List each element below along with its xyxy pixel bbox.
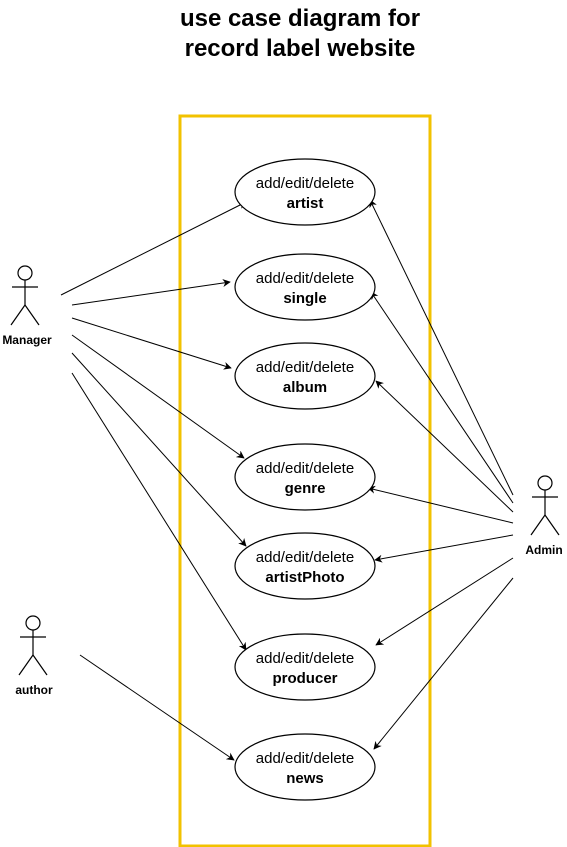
- actor-left-leg: [18, 654, 34, 676]
- association-admin-album: [375, 380, 514, 513]
- diagram-title: use case diagram for record label websit…: [0, 4, 567, 64]
- actor-left-leg: [530, 514, 546, 536]
- actor-right-leg: [32, 654, 48, 676]
- use-case-album[interactable]: add/edit/delete album: [234, 342, 376, 410]
- association-manager-album: [71, 317, 232, 370]
- association-admin-news: [373, 577, 514, 750]
- actor-right-leg: [24, 304, 40, 326]
- association-manager-producer: [71, 372, 247, 651]
- use-case-entity: single: [283, 290, 326, 307]
- actor-manager[interactable]: Manager: [2, 265, 52, 347]
- use-case-artistPhoto[interactable]: add/edit/delete artistPhoto: [234, 532, 376, 600]
- actor-author[interactable]: author: [15, 615, 53, 697]
- actor-head: [25, 615, 41, 631]
- use-case-action: add/edit/delete: [256, 549, 354, 566]
- association-admin-genre: [367, 485, 514, 524]
- title-line-2: record label website: [184, 35, 416, 62]
- association-admin-artist: [369, 199, 514, 496]
- actor-head: [537, 475, 553, 491]
- use-case-entity: news: [286, 770, 324, 787]
- association-manager-artist: [60, 201, 247, 296]
- use-case-ellipse: [234, 158, 376, 226]
- association-admin-single: [370, 291, 514, 504]
- use-case-entity: genre: [285, 480, 326, 497]
- use-case-action: add/edit/delete: [256, 270, 354, 287]
- use-case-ellipse: [234, 342, 376, 410]
- use-case-entity: artistPhoto: [265, 569, 344, 586]
- use-case-single[interactable]: add/edit/delete single: [234, 253, 376, 321]
- actor-label: author: [15, 683, 53, 697]
- use-case-ellipse: [234, 532, 376, 600]
- use-case-action: add/edit/delete: [256, 359, 354, 376]
- use-case-entity: producer: [272, 670, 337, 687]
- use-case-genre[interactable]: add/edit/delete genre: [234, 443, 376, 511]
- use-case-artist[interactable]: add/edit/delete artist: [234, 158, 376, 226]
- actor-admin[interactable]: Admin: [525, 475, 563, 557]
- actor-head: [17, 265, 33, 281]
- use-case-producer[interactable]: add/edit/delete producer: [234, 633, 376, 701]
- use-case-ellipse: [234, 443, 376, 511]
- association-manager-artistPhoto: [71, 352, 247, 547]
- use-case-action: add/edit/delete: [256, 750, 354, 767]
- association-manager-genre: [71, 334, 245, 459]
- actor-left-leg: [10, 304, 26, 326]
- actor-label: Admin: [525, 543, 562, 557]
- system-boundary: [178, 114, 432, 847]
- use-case-news[interactable]: add/edit/delete news: [234, 733, 376, 801]
- association-manager-single: [71, 279, 231, 306]
- use-case-action: add/edit/delete: [256, 460, 354, 477]
- actor-label: Manager: [2, 333, 52, 347]
- use-case-entity: album: [283, 379, 327, 396]
- title-line-1: use case diagram for: [179, 5, 421, 32]
- use-case-ellipse: [234, 633, 376, 701]
- association-author-news: [79, 654, 235, 761]
- actor-right-leg: [544, 514, 560, 536]
- use-case-ellipse: [234, 253, 376, 321]
- use-case-action: add/edit/delete: [256, 175, 354, 192]
- association-admin-artistPhoto: [374, 534, 514, 563]
- use-case-entity: artist: [287, 195, 324, 212]
- association-admin-producer: [375, 557, 514, 646]
- use-case-action: add/edit/delete: [256, 650, 354, 667]
- use-case-ellipse: [234, 733, 376, 801]
